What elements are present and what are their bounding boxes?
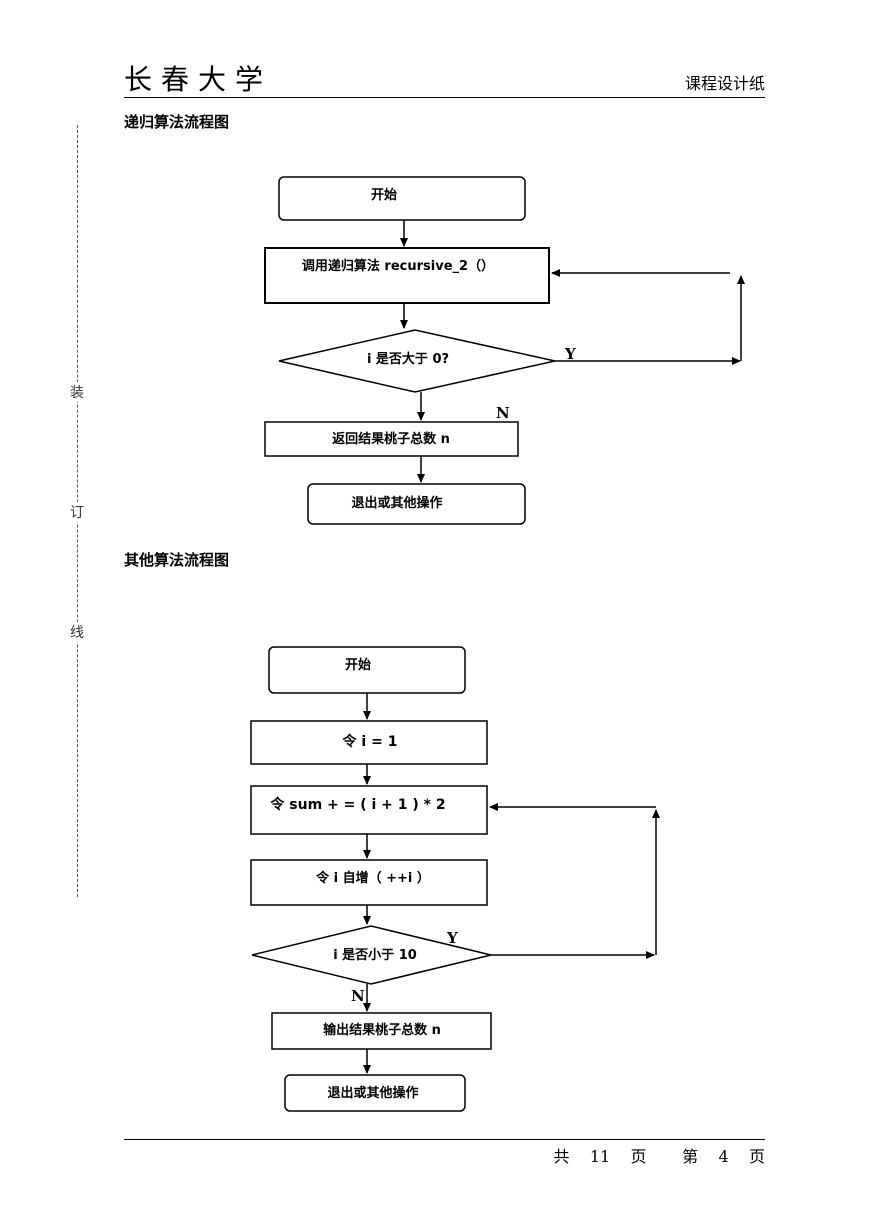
fc2-start-label: 开始 bbox=[345, 657, 371, 673]
fc1-yes-label: Y bbox=[564, 345, 576, 363]
fc1-return-label: 返回结果桃子总数 n bbox=[332, 431, 450, 447]
fc1-call-label: 调用递归算法 recursive_2（） bbox=[302, 258, 494, 274]
fc2-incr-box bbox=[250, 859, 488, 906]
fc1-call-box bbox=[264, 247, 550, 304]
fc2-output-box bbox=[271, 1012, 492, 1050]
fc2-output-label: 输出结果桃子总数 n bbox=[323, 1022, 441, 1038]
fc2-decision-label: i 是否小于 10 bbox=[333, 948, 417, 963]
university-name: 长春大学 bbox=[124, 63, 273, 96]
fc2-incr-label: 令 i 自增（ ++i ） bbox=[316, 870, 430, 886]
fc2-sum-label: 令 sum + = ( i + 1 ) * 2 bbox=[269, 796, 445, 813]
fc2-yes-label: Y bbox=[446, 929, 458, 947]
fc2-exit-label: 退出或其他操作 bbox=[327, 1085, 418, 1101]
binding-mark-xian: 线 bbox=[69, 622, 85, 642]
fc1-return-box bbox=[264, 421, 519, 457]
paper-type-label: 课程设计纸 bbox=[684, 74, 765, 93]
fc2-sum-box bbox=[250, 785, 488, 835]
fc1-start-label: 开始 bbox=[371, 187, 397, 203]
fc1-exit-label: 退出或其他操作 bbox=[351, 495, 442, 511]
fc2-exit-box bbox=[284, 1074, 466, 1112]
fc2-init-label: 令 i = 1 bbox=[342, 733, 398, 750]
flowchart-other bbox=[250, 646, 660, 1112]
fc1-no-label: N bbox=[496, 404, 510, 422]
fc2-no-label: N bbox=[351, 987, 365, 1005]
section-title-recursive: 递归算法流程图 bbox=[124, 113, 230, 131]
fc1-decision-label: i 是否大于 0? bbox=[367, 351, 449, 367]
page-number: 共 11 页 第 4 页 bbox=[553, 1147, 765, 1166]
fc1-exit-box bbox=[307, 483, 526, 525]
flowchart-recursive bbox=[264, 176, 745, 525]
header-rule bbox=[124, 97, 765, 98]
binding-mark-zhuang: 装 bbox=[69, 382, 85, 402]
fc1-start-box bbox=[278, 176, 526, 221]
section-title-other: 其他算法流程图 bbox=[124, 551, 230, 569]
footer-rule bbox=[124, 1139, 765, 1140]
fc2-init-box bbox=[250, 720, 488, 765]
binding-mark-ding: 订 bbox=[69, 502, 85, 522]
